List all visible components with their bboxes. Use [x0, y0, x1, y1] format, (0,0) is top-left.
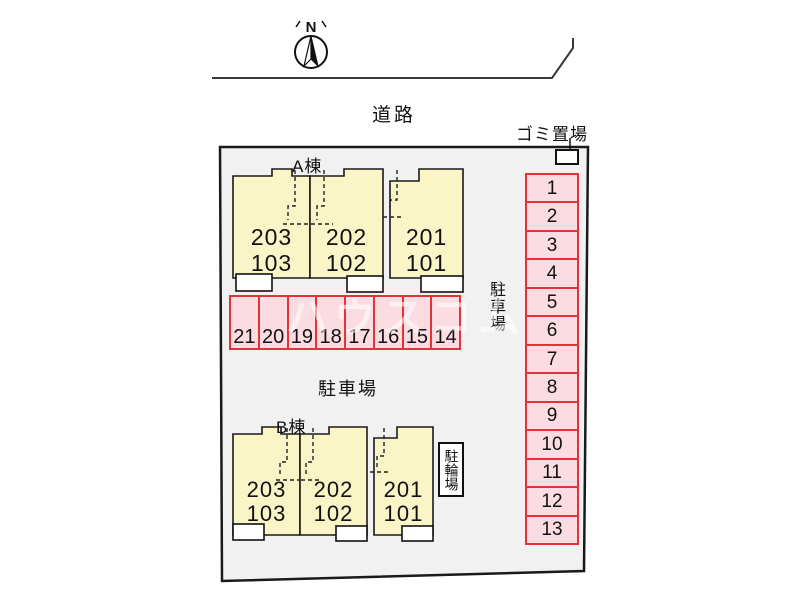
parking-space: 15 [404, 297, 433, 348]
entrance-box [346, 275, 384, 293]
parking-space-number: 19 [290, 326, 313, 348]
building-b-unit-202 [299, 426, 368, 536]
parking-space-number: 4 [546, 263, 558, 285]
parking-space-number: 9 [546, 405, 558, 427]
parking-space: 12 [527, 488, 577, 517]
parking-area-label: 駐車場 [318, 379, 378, 399]
parking-space-number: 16 [377, 326, 400, 348]
parking-space: 5 [527, 289, 577, 318]
entrance-box [420, 275, 464, 293]
unit-label-b-203: 203 103 [246, 477, 287, 526]
parking-space: 3 [527, 232, 577, 261]
parking-space-number: 7 [546, 348, 558, 370]
compass-tick [321, 20, 327, 28]
parking-space-number: 10 [541, 433, 563, 455]
parking-space-number: 17 [348, 326, 371, 348]
bicycle-parking-box: 駐輪場 [438, 442, 464, 497]
parking-space: 11 [527, 460, 577, 489]
parking-space-number: 15 [405, 326, 428, 348]
entrance-box [235, 273, 273, 292]
building-a-unit-202 [309, 168, 384, 279]
building-b-unit-201 [373, 426, 434, 536]
parking-space: 17 [346, 297, 375, 348]
parking-space: 4 [527, 260, 577, 289]
parking-space-number: 20 [262, 326, 285, 348]
parking-row: 21 20 19 18 17 16 15 14 [229, 295, 461, 350]
parking-space-number: 6 [546, 320, 558, 342]
unit-label-b-202: 202 102 [313, 477, 354, 526]
unit-label-a-202: 202 102 [325, 224, 368, 276]
bicycle-parking-label: 駐輪場 [443, 448, 460, 491]
parking-space-number: 18 [319, 326, 342, 348]
unit-label-a-203: 203 103 [250, 224, 293, 276]
road-label: 道路 [372, 105, 417, 126]
unit-label-a-201: 201 101 [405, 224, 448, 276]
garbage-box [555, 149, 579, 165]
parking-space-number: 12 [541, 490, 563, 512]
parking-space-number: 11 [542, 462, 562, 484]
compass-icon: N [294, 19, 328, 69]
parking-space: 13 [527, 517, 577, 543]
parking-side-label: 駐車場 [487, 281, 504, 332]
parking-space-number: 1 [546, 177, 558, 199]
stair-path [276, 428, 390, 481]
parking-space: 20 [260, 297, 289, 348]
parking-space: 21 [231, 297, 260, 348]
stair-path [283, 170, 403, 225]
parking-space-number: 3 [546, 234, 558, 256]
entrance-box [401, 525, 434, 542]
parking-space-number: 2 [546, 206, 558, 228]
parking-space: 7 [527, 346, 577, 375]
unit-label-b-201: 201 101 [383, 477, 424, 526]
parking-space: 2 [527, 203, 577, 232]
garbage-area-label: ゴミ置場 [516, 125, 588, 144]
compass-tick [295, 20, 301, 28]
parking-space-number: 5 [546, 291, 558, 313]
road-edge-line [212, 38, 574, 79]
parking-space: 18 [317, 297, 346, 348]
entrance-box [232, 523, 265, 541]
parking-space: 1 [527, 175, 577, 204]
building-b-name: B棟 [276, 418, 307, 437]
parking-space-number: 14 [434, 326, 457, 348]
parking-space: 6 [527, 317, 577, 346]
parking-space: 14 [432, 297, 459, 348]
parking-space: 8 [527, 374, 577, 403]
compass-north-label: N [306, 19, 317, 36]
parking-space-number: 8 [546, 377, 558, 399]
parking-space: 9 [527, 403, 577, 432]
parking-space-number: 21 [233, 326, 256, 348]
parking-space: 16 [375, 297, 404, 348]
entrance-box [335, 525, 368, 542]
building-a-name: A棟 [292, 157, 323, 176]
building-a-unit-201 [389, 168, 464, 279]
parking-space-number: 13 [541, 519, 563, 541]
parking-column: 1 2 3 4 5 6 7 8 9 10 11 12 13 [525, 173, 579, 545]
parking-space: 19 [289, 297, 318, 348]
parking-space: 10 [527, 431, 577, 460]
